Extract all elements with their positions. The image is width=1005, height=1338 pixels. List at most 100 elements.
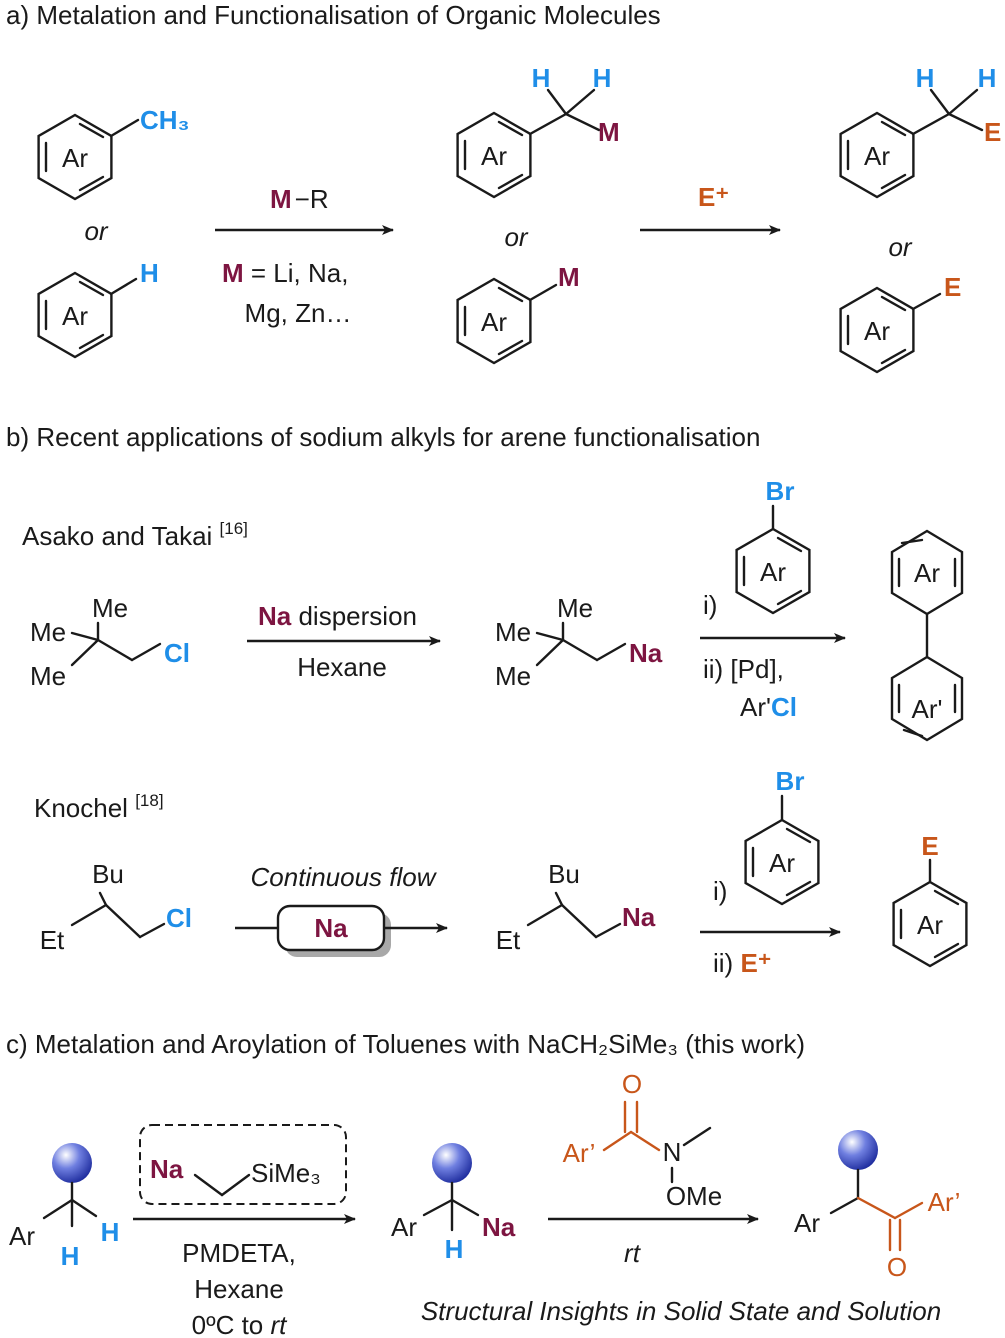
svg-text:Ar: Ar xyxy=(391,1212,417,1242)
svg-text:Me: Me xyxy=(30,617,66,647)
svg-text:Me: Me xyxy=(30,661,66,691)
flow-reactor: Na xyxy=(235,904,448,957)
svg-text:H: H xyxy=(445,1234,464,1264)
svg-text:H: H xyxy=(593,63,612,93)
svg-text:E: E xyxy=(984,117,1001,147)
svg-text:Ar: Ar xyxy=(914,558,940,588)
alkyl-sodium: Bu Et Na xyxy=(496,859,656,955)
svg-text:H: H xyxy=(101,1217,120,1247)
footer-caption: Structural Insights in Solid State and S… xyxy=(421,1296,941,1326)
svg-text:Ar: Ar xyxy=(917,910,943,940)
svg-text:Ar': Ar' xyxy=(912,694,943,724)
svg-text:Br: Br xyxy=(776,766,805,796)
arene-toluene: Ar CH₃ xyxy=(37,105,190,201)
svg-text:Cl: Cl xyxy=(164,638,190,668)
asako-label: Asako and Takai [16] xyxy=(22,519,248,551)
svg-text:Ar: Ar xyxy=(864,141,890,171)
svg-text:E: E xyxy=(921,831,938,861)
ketone-product: Ar Ar’ O xyxy=(794,1130,960,1282)
svg-text:Me: Me xyxy=(557,593,593,623)
bromoarene: Ar Br xyxy=(735,476,811,615)
weinreb-amide: O Ar’ N OMe xyxy=(563,1069,723,1211)
svg-text:Me: Me xyxy=(495,661,531,691)
svg-text:Br: Br xyxy=(766,476,795,506)
svg-text:Na: Na xyxy=(150,1154,184,1184)
svg-text:H: H xyxy=(140,258,159,288)
or-label: or xyxy=(84,216,108,246)
cond-hexane: Hexane xyxy=(194,1274,284,1304)
svg-text:M: M xyxy=(558,262,580,292)
aryl-electrophile-2: Ar E xyxy=(892,831,968,968)
svg-text:Me: Me xyxy=(92,593,128,623)
svg-text:H: H xyxy=(978,63,997,93)
svg-text:Me: Me xyxy=(495,617,531,647)
or-label: or xyxy=(888,232,912,262)
aryl-metal: Ar M xyxy=(456,262,580,365)
step-1: i) xyxy=(713,876,727,906)
svg-text:Na: Na xyxy=(622,902,656,932)
biaryl: Ar Ar' xyxy=(890,529,964,742)
bromoarene-2: Ar Br xyxy=(744,766,820,906)
svg-text:E: E xyxy=(944,272,961,302)
na-dispersion: Na dispersion xyxy=(258,601,417,631)
heading-c: c) Metalation and Aroylation of Toluenes… xyxy=(6,1029,805,1059)
rt-label: rt xyxy=(624,1238,642,1268)
benzyl-electrophile: Ar H H E xyxy=(839,63,1001,199)
metal-list-2: Mg, Zn… xyxy=(245,298,352,328)
continuous-flow-label: Continuous flow xyxy=(251,862,438,892)
svg-text:Ar: Ar xyxy=(864,316,890,346)
svg-text:Cl: Cl xyxy=(166,903,192,933)
svg-text:Ar: Ar xyxy=(62,301,88,331)
svg-text:H: H xyxy=(61,1241,80,1271)
toluene-substrate: Ar H H xyxy=(9,1143,119,1271)
svg-text:Ar: Ar xyxy=(760,557,786,587)
svg-text:O: O xyxy=(887,1252,907,1282)
metal-reagent: M−R xyxy=(270,184,329,214)
svg-text:Ar: Ar xyxy=(769,848,795,878)
svg-text:Na: Na xyxy=(629,638,663,668)
alkyl-chloride: Bu Et Cl xyxy=(40,859,192,955)
svg-text:N: N xyxy=(663,1137,682,1167)
electrophile: E⁺ xyxy=(698,182,729,212)
svg-text:Ar: Ar xyxy=(794,1208,820,1238)
svg-text:CH₃: CH₃ xyxy=(140,105,190,135)
svg-text:M: M xyxy=(598,117,620,147)
svg-text:SiMe₃: SiMe₃ xyxy=(251,1158,321,1188)
hexane-label: Hexane xyxy=(297,652,387,682)
knochel-label: Knochel [18] xyxy=(34,791,164,823)
svg-text:Na: Na xyxy=(482,1212,516,1242)
step-2: ii) E⁺ xyxy=(713,948,772,978)
step-1: i) xyxy=(703,590,717,620)
aryl-electrophile: Ar E xyxy=(839,272,961,374)
svg-text:Bu: Bu xyxy=(548,859,580,889)
svg-text:Et: Et xyxy=(496,925,521,955)
svg-text:Ar’: Ar’ xyxy=(928,1187,961,1217)
neopentyl-sodium: Me Me Me Na xyxy=(495,593,663,691)
svg-text:Na: Na xyxy=(314,913,348,943)
heading-a: a) Metalation and Functionalisation of O… xyxy=(6,0,661,30)
benzyl-metal: Ar H H M xyxy=(456,63,620,199)
svg-text:H: H xyxy=(916,63,935,93)
heading-b: b) Recent applications of sodium alkyls … xyxy=(6,422,760,452)
svg-text:Ar: Ar xyxy=(481,307,507,337)
svg-text:Ar: Ar xyxy=(481,141,507,171)
arene-h: Ar H xyxy=(37,258,159,359)
svg-text:Bu: Bu xyxy=(92,859,124,889)
svg-text:Ar: Ar xyxy=(9,1221,35,1251)
svg-text:Ar’: Ar’ xyxy=(563,1138,596,1168)
metal-list: M = Li, Na, xyxy=(222,258,348,288)
or-label: or xyxy=(504,222,528,252)
cond-temperature: 0ºC to rt xyxy=(192,1310,289,1338)
svg-text:O: O xyxy=(622,1069,642,1099)
svg-text:Ar: Ar xyxy=(62,143,88,173)
neopentyl-chloride: Me Me Me Cl xyxy=(30,593,190,691)
svg-text:H: H xyxy=(532,63,551,93)
step-2-reagent: Ar'Cl xyxy=(740,692,797,722)
step-2: ii) [Pd], xyxy=(703,654,784,684)
svg-text:OMe: OMe xyxy=(666,1181,722,1211)
svg-text:Et: Et xyxy=(40,925,65,955)
nach2sime3-reagent: Na SiMe₃ xyxy=(139,1124,347,1205)
cond-pmdeta: PMDETA, xyxy=(182,1238,296,1268)
benzyl-sodium: Ar Na H xyxy=(391,1143,516,1264)
